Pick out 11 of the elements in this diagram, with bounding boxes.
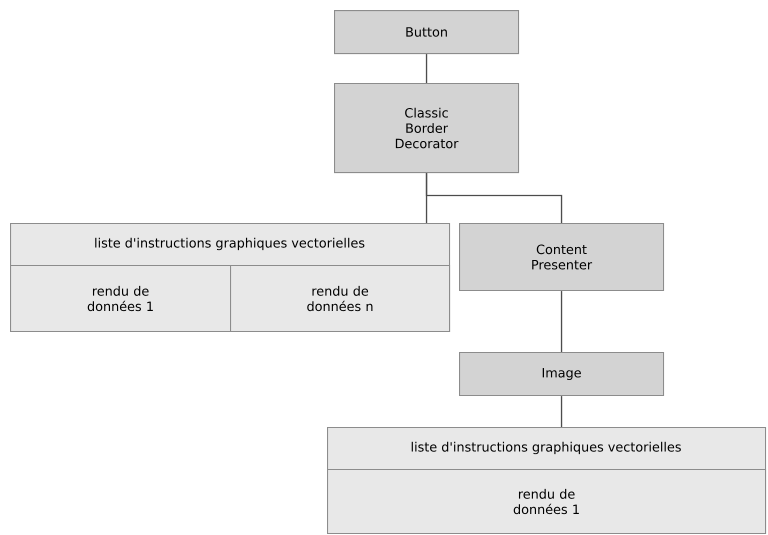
element-box: Image (459, 352, 664, 396)
connector-line (560, 396, 562, 427)
element-box: Classic Border Decorator (334, 83, 520, 174)
connector-line (560, 291, 562, 352)
connector-line (426, 173, 562, 223)
connector-line (426, 54, 428, 83)
element-box: Content Presenter (459, 223, 664, 292)
table-cell: rendu de données n (230, 265, 450, 332)
element-box: Button (334, 10, 520, 54)
table-cell: rendu de données 1 (10, 265, 232, 332)
table-cell: rendu de données 1 (327, 469, 766, 534)
